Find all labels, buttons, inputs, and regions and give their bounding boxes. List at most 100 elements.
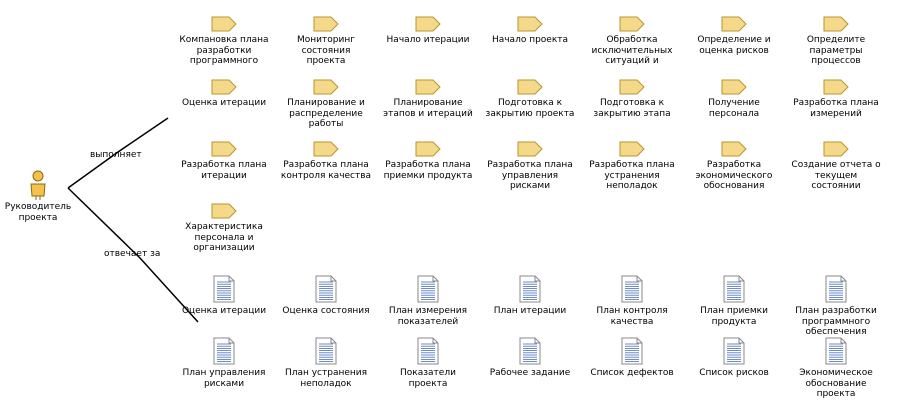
activity-node[interactable]: Начало итерации (378, 16, 478, 46)
activity-node[interactable]: Планирование и распределение работы (276, 79, 376, 130)
activity-icon (721, 141, 747, 157)
activity-node[interactable]: Разработка плана устранения неполадок (582, 141, 682, 192)
activity-icon (415, 16, 441, 32)
artifact-node-label: Оценка состояния (282, 306, 370, 316)
activity-node-label: Характеристика персонала и организации (185, 222, 263, 253)
activity-node[interactable]: Создание отчета о текущем состоянии (786, 141, 886, 192)
activity-node[interactable]: Компановка плана разработки программного (174, 16, 274, 67)
document-icon (315, 275, 337, 303)
artifact-node-label: План измерения показателей (388, 306, 468, 327)
activity-node-label: Начало проекта (491, 35, 569, 45)
artifact-node[interactable]: План управления рисками (174, 337, 274, 389)
artifact-node[interactable]: План контроля качества (582, 275, 682, 327)
activity-node-label: Оценка итерации (181, 98, 267, 108)
activity-icon (211, 141, 237, 157)
activity-node-label: Определение и оценка рисков (697, 35, 771, 56)
activity-node-label: Начало итерации (386, 35, 470, 45)
artifact-node[interactable]: Экономическое обоснование проекта (786, 337, 886, 400)
activity-node[interactable]: Разработка плана итерации (174, 141, 274, 181)
activity-node-label: Разработка плана контроля качества (280, 160, 372, 181)
activity-node-label: Компановка плана разработки программного (179, 35, 269, 66)
activity-node[interactable]: Оценка итерации (174, 79, 274, 109)
activity-node[interactable]: Получение персонала (684, 79, 784, 119)
activity-node[interactable]: Определение и оценка рисков (684, 16, 784, 56)
activity-node[interactable]: Подготовка к закрытию проекта (480, 79, 580, 119)
document-icon (825, 337, 847, 365)
activity-icon (619, 16, 645, 32)
activity-node-label: Получение персонала (708, 98, 760, 119)
activity-node-label: Разработка плана итерации (181, 160, 267, 181)
artifact-node-label: Список рисков (699, 368, 769, 378)
person-icon (30, 170, 46, 200)
activity-node-label: Подготовка к закрытию этапа (593, 98, 671, 119)
activity-node[interactable]: Разработка плана измерений (786, 79, 886, 119)
activity-icon (313, 16, 339, 32)
document-icon (723, 275, 745, 303)
activity-node-label: Разработка плана приемки продукта (383, 160, 473, 181)
activity-node-label: Планирование этапов и итераций (383, 98, 473, 119)
artifact-node[interactable]: План приемки продукта (684, 275, 784, 327)
document-icon (315, 337, 337, 365)
document-icon (723, 337, 745, 365)
activity-node-label: Разработка плана измерений (793, 98, 879, 119)
activity-icon (619, 79, 645, 95)
activity-node[interactable]: Мониторинг состояния проекта (276, 16, 376, 67)
artifact-node-label: Оценка итерации (181, 306, 267, 316)
artifact-node[interactable]: Оценка состояния (276, 275, 376, 317)
activity-node[interactable]: Разработка плана приемки продукта (378, 141, 478, 181)
artifact-node[interactable]: План разработки программного обеспечения (786, 275, 886, 338)
artifact-node-label: План итерации (493, 306, 567, 316)
artifact-node-label: Рабочее задание (489, 368, 571, 378)
artifact-node-label: Список дефектов (590, 368, 674, 378)
document-icon (825, 275, 847, 303)
role-label: Руководитель проекта (4, 202, 72, 223)
artifact-node[interactable]: Список дефектов (582, 337, 682, 379)
activity-node-label: Разработка плана устранения неполадок (589, 160, 675, 191)
artifact-node[interactable]: Оценка итерации (174, 275, 274, 317)
document-icon (519, 337, 541, 365)
activity-node[interactable]: Планирование этапов и итераций (378, 79, 478, 119)
activity-icon (313, 79, 339, 95)
artifact-node[interactable]: План итерации (480, 275, 580, 317)
activity-node[interactable]: Разработка плана управления рисками (480, 141, 580, 192)
document-icon (417, 337, 439, 365)
activity-icon (619, 141, 645, 157)
activity-node-label: Определите параметры процессов (806, 35, 866, 66)
artifact-node-label: План устранения неполадок (284, 368, 368, 389)
document-icon (621, 337, 643, 365)
activity-node[interactable]: Обработка исключительных ситуаций и (582, 16, 682, 67)
artifact-node-label: План приемки продукта (700, 306, 768, 327)
activity-icon (211, 79, 237, 95)
activity-icon (517, 16, 543, 32)
activity-node[interactable]: Подготовка к закрытию этапа (582, 79, 682, 119)
activity-node-label: Обработка исключительных ситуаций и (591, 35, 673, 66)
activity-icon (517, 79, 543, 95)
artifact-node-label: План контроля качества (596, 306, 668, 327)
activity-icon (313, 141, 339, 157)
artifact-node[interactable]: План устранения неполадок (276, 337, 376, 389)
activity-node[interactable]: Начало проекта (480, 16, 580, 46)
activity-node[interactable]: Характеристика персонала и организации (174, 203, 274, 254)
activity-node[interactable]: Разработка экономического обоснования (684, 141, 784, 192)
activity-icon (721, 16, 747, 32)
activity-icon (211, 203, 237, 219)
activity-node[interactable]: Разработка плана контроля качества (276, 141, 376, 181)
artifact-node[interactable]: Список рисков (684, 337, 784, 379)
activity-node-label: Подготовка к закрытию проекта (485, 98, 575, 119)
artifact-node-label: Показатели проекта (400, 368, 456, 389)
activity-icon (823, 79, 849, 95)
role-project-manager[interactable]: Руководитель проекта (2, 170, 74, 223)
activity-icon (517, 141, 543, 157)
artifact-node-label: План разработки программного обеспечения (795, 306, 877, 337)
artifact-node[interactable]: Рабочее задание (480, 337, 580, 379)
activity-node-label: Планирование и распределение работы (287, 98, 365, 129)
activity-node-label: Разработка плана управления рисками (487, 160, 573, 191)
artifact-node[interactable]: Показатели проекта (378, 337, 478, 389)
document-icon (213, 275, 235, 303)
activity-node[interactable]: Определите параметры процессов (786, 16, 886, 67)
artifact-node[interactable]: План измерения показателей (378, 275, 478, 327)
activity-node-label: Разработка экономического обоснования (695, 160, 773, 191)
activity-icon (823, 141, 849, 157)
document-icon (417, 275, 439, 303)
